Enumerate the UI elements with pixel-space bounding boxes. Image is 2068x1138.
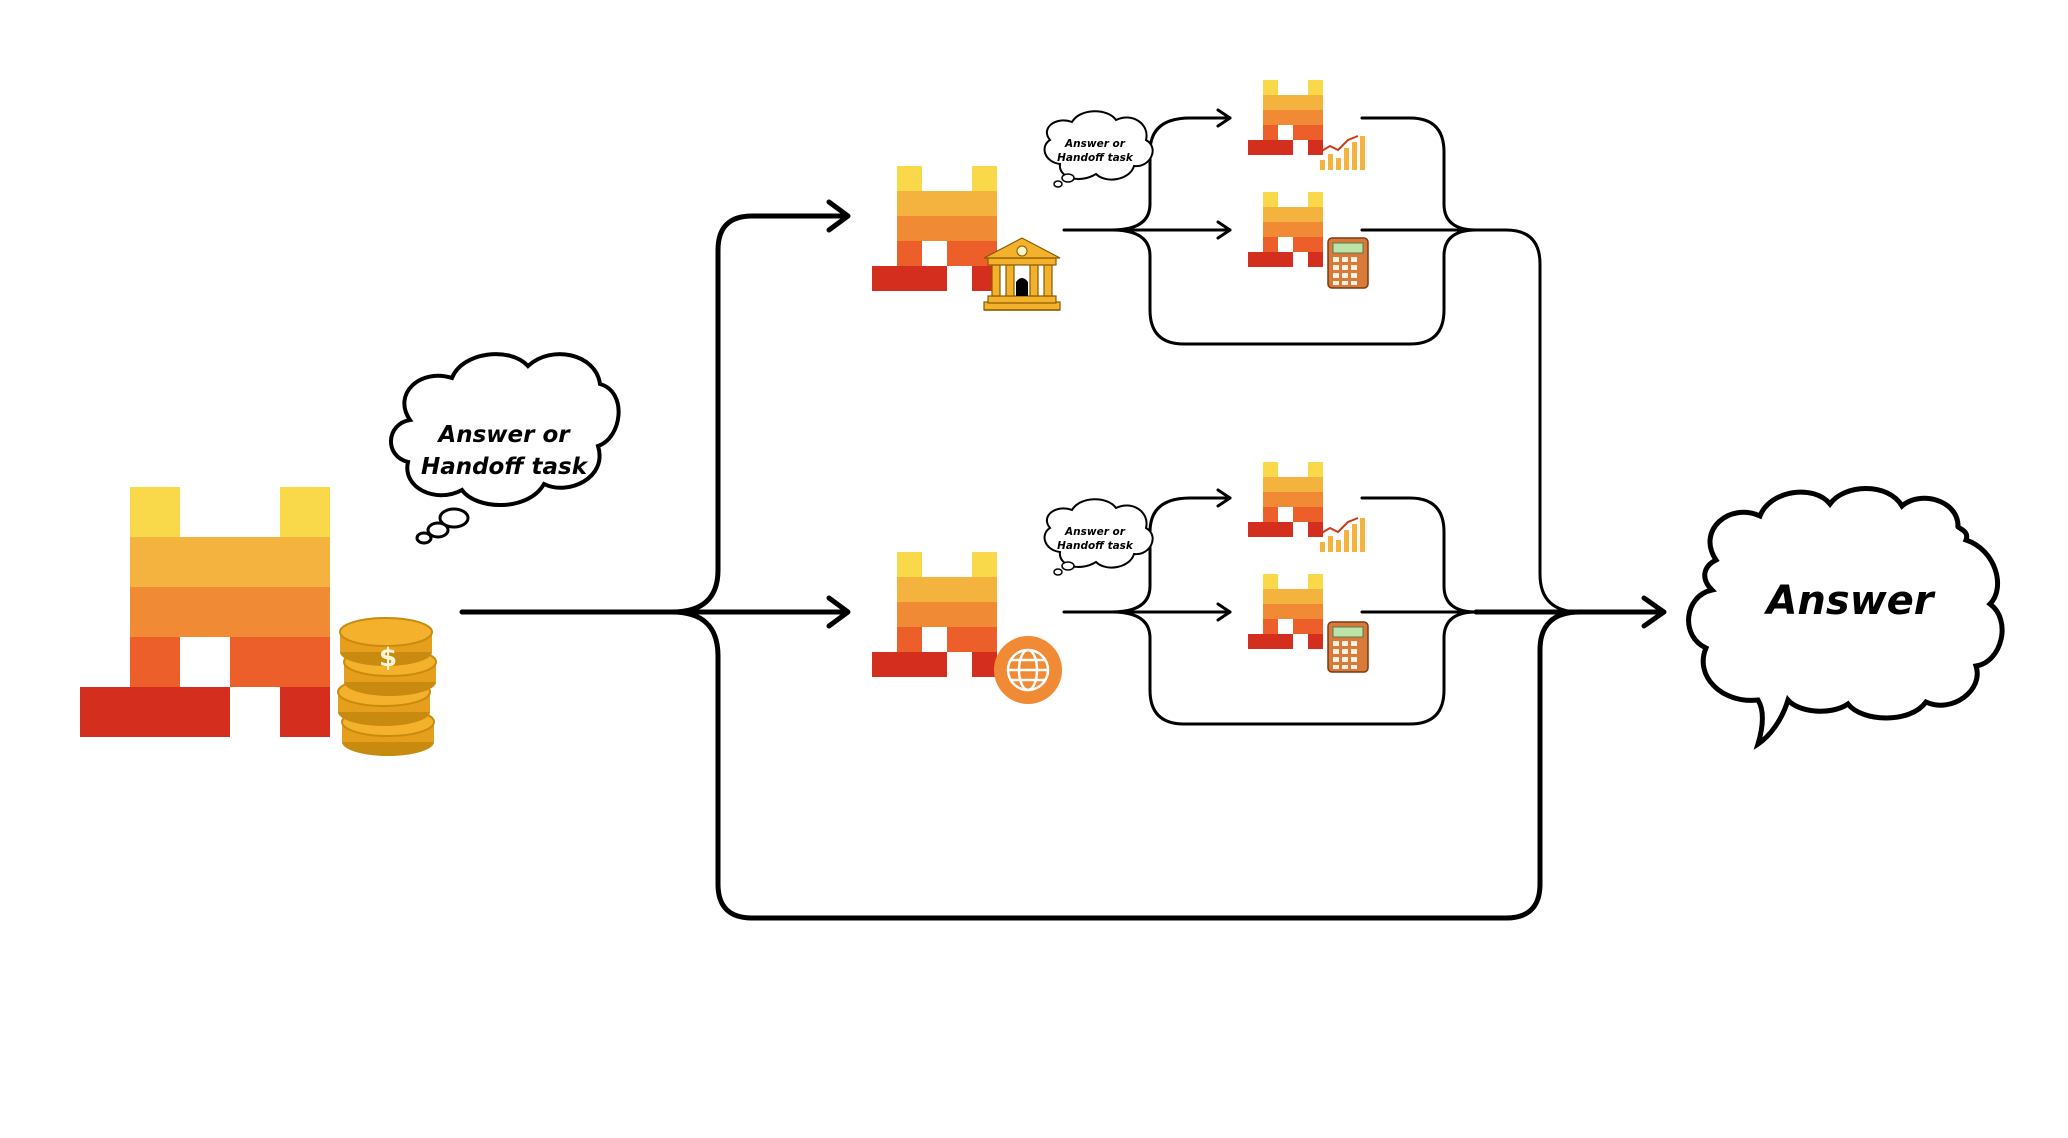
main-agent-logo xyxy=(80,487,330,737)
tool-bottom-2-logo xyxy=(1248,574,1323,649)
coins-icon: $ xyxy=(337,617,437,756)
globe-icon xyxy=(994,636,1062,704)
tool-top-1-logo xyxy=(1248,80,1323,155)
upper-to-merge xyxy=(1474,228,1582,614)
lower-arrowhead-1 xyxy=(1216,488,1232,508)
final-arrowhead xyxy=(1641,595,1667,629)
main-thought-bubble: Answer or Handoff task xyxy=(389,352,621,545)
tool-bottom-1-logo xyxy=(1248,462,1323,537)
calculator-icon xyxy=(1327,621,1369,673)
chart-icon xyxy=(1319,135,1365,170)
agent-top-logo xyxy=(872,166,997,291)
lower-arrowhead-2 xyxy=(1216,602,1232,622)
chart-icon xyxy=(1319,517,1365,552)
main-thought-text-line1: Answer or xyxy=(436,422,571,448)
branch-to-agent-top xyxy=(669,213,848,615)
bank-icon xyxy=(983,237,1061,311)
small-thought-bubble-top: Answer or Handoff task xyxy=(1043,110,1154,188)
small-thought-top-line2: Handoff task xyxy=(1057,152,1134,164)
upper-return-1 xyxy=(1360,116,1478,232)
connectors xyxy=(459,108,1667,921)
main-thought-text-line2: Handoff task xyxy=(421,454,589,480)
small-thought-top-line1: Answer or xyxy=(1064,138,1126,150)
svg-text:$: $ xyxy=(379,643,397,673)
arrowhead-agent-top xyxy=(826,199,851,233)
answer-text: Answer xyxy=(1763,578,1935,624)
upper-arrowhead-2 xyxy=(1216,220,1232,240)
arrowhead-agent-bottom xyxy=(826,595,851,629)
bypass-loop xyxy=(669,609,1583,921)
calculator-icon xyxy=(1327,237,1369,289)
agent-bottom-logo xyxy=(872,552,997,677)
small-thought-bubble-bottom: Answer or Handoff task xyxy=(1043,498,1154,576)
small-thought-bottom-line1: Answer or xyxy=(1064,526,1126,538)
answer-bubble: Answer xyxy=(1686,486,2005,750)
lower-return-1 xyxy=(1360,496,1478,614)
upper-arrowhead-1 xyxy=(1216,108,1232,128)
tool-top-2-logo xyxy=(1248,192,1323,267)
small-thought-bottom-line2: Handoff task xyxy=(1057,540,1134,552)
